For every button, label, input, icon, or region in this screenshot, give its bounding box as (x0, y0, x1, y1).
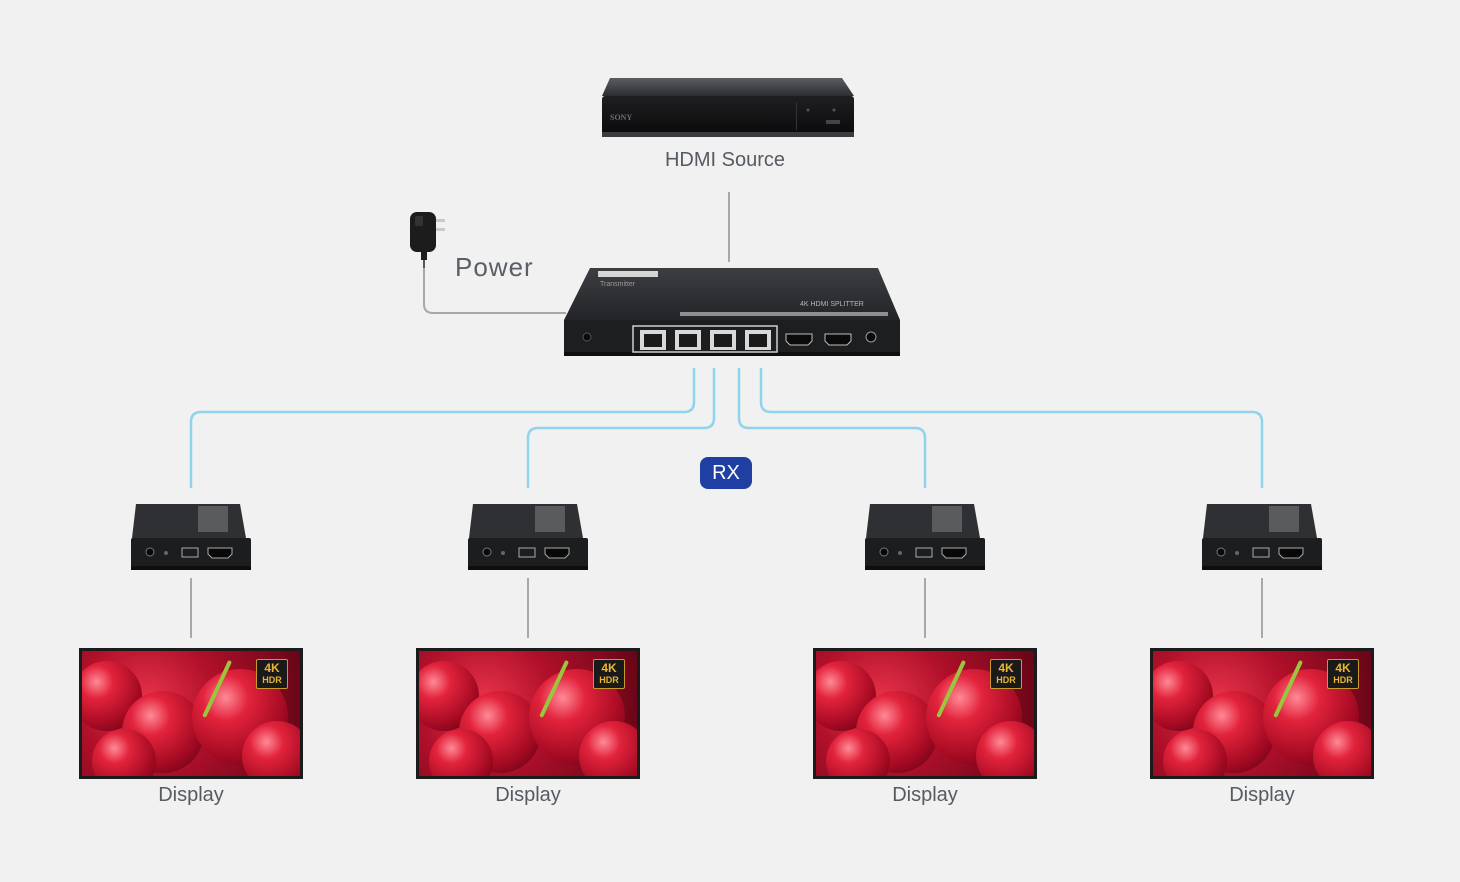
power-adapter-icon (410, 212, 445, 268)
power-label: Power (455, 252, 534, 282)
cat-cable-1 (189, 368, 696, 488)
cat-cable-4 (759, 368, 1264, 488)
cat-cable-3 (737, 368, 927, 488)
display-1-label: Display (158, 784, 224, 806)
transmitter-splitter-icon: Transmitter 4K HDMI SPLITTER (564, 268, 900, 356)
display-2-label: Display (495, 784, 561, 806)
bluray-player-icon: SONY (602, 78, 854, 137)
receiver-2-icon (468, 504, 588, 570)
hdmi-source-label: HDMI Source (664, 149, 786, 171)
display-3-label: Display (892, 784, 958, 806)
transmitter-subtitle: Transmitter (600, 281, 636, 288)
receiver-4-icon (1202, 504, 1322, 570)
transmitter-model: 4K HDMI SPLITTER (800, 301, 864, 308)
rx-badge: RX (700, 457, 752, 489)
brand-text: SONY (610, 113, 632, 122)
receiver-1-icon (131, 504, 251, 570)
display-4-label: Display (1229, 784, 1295, 806)
cat-cable-2 (526, 368, 716, 488)
power-cable (423, 262, 566, 314)
receiver-3-icon (865, 504, 985, 570)
